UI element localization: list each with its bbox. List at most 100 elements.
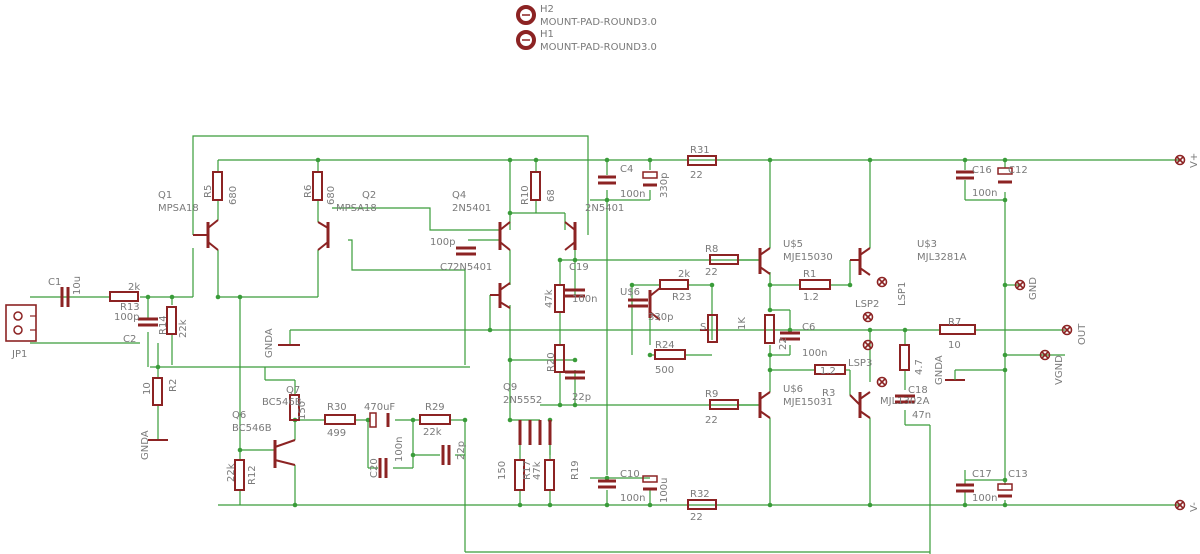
c3-value: 100n <box>572 294 597 305</box>
r24-value: 500 <box>655 365 674 376</box>
c18-value: 47n <box>912 410 931 421</box>
r29-ref: R29 <box>425 402 445 413</box>
q8-ref: Q6 <box>232 410 246 421</box>
r12-value: 150 <box>297 401 308 420</box>
vminus-terminal <box>1174 499 1186 511</box>
c11-ref: C10 <box>620 469 640 480</box>
q8-value: BC546B <box>232 423 272 434</box>
components <box>5 5 1013 510</box>
r6-value: 680 <box>326 186 337 205</box>
lsp3-terminal <box>862 339 874 351</box>
r2-ref: R2 <box>168 379 179 392</box>
c2-ref: C2 <box>123 334 136 345</box>
r4-value: 4.7 <box>914 359 925 375</box>
r24-ref: R24 <box>655 340 675 351</box>
r7-ref: R7 <box>948 317 961 328</box>
c5-value: 330p <box>648 312 673 323</box>
q7-ref: Q7 <box>286 385 300 396</box>
lsp2-ref: LSP2 <box>855 299 879 310</box>
c13-ref: C13 <box>1008 469 1028 480</box>
h2-ref: H2 <box>540 4 554 15</box>
r13-value: 2k <box>128 282 140 293</box>
c17-value: 100n <box>972 493 997 504</box>
r8-ref: R8 <box>705 244 718 255</box>
r9-value: 22 <box>705 415 718 426</box>
out-terminal <box>1061 324 1073 336</box>
c19-value: 100n <box>394 437 405 462</box>
jp1-ref: JP1 <box>11 349 27 360</box>
vgnd-terminal <box>1039 349 1051 361</box>
q9-ref: Q9 <box>503 382 517 393</box>
c9-value: 100n <box>620 493 645 504</box>
r30-ref: R30 <box>327 402 347 413</box>
r32-ref: R32 <box>690 489 710 500</box>
r11-ref: R12 <box>247 465 258 485</box>
c10-ref: C4 <box>620 164 633 175</box>
c3-ref: C19 <box>569 262 589 273</box>
r5-ref: R5 <box>203 185 214 198</box>
q4-value: 2N5401 <box>452 203 491 214</box>
r3-ref: R3 <box>822 388 835 399</box>
c10-value: 330p <box>659 173 670 198</box>
r2-value: 10 <box>142 382 153 395</box>
r31-ref: R31 <box>690 145 710 156</box>
r17-value: 47k <box>532 461 543 480</box>
terminals <box>862 154 1186 511</box>
r14-value: 22k <box>178 319 189 338</box>
r19-value: 47k <box>544 289 555 308</box>
r10-value: 68 <box>546 189 557 202</box>
q7-value: BC546B <box>262 397 302 408</box>
c15-value: 22p <box>456 441 467 460</box>
jp1-connector <box>5 304 37 342</box>
q2-value: MPSA18 <box>336 203 377 214</box>
q2-ref: Q2 <box>362 190 376 201</box>
c7-value: 100p <box>430 237 455 248</box>
c2-value: 100p <box>114 312 139 323</box>
labels: H2 MOUNT-PAD-ROUND3.0 H1 MOUNT-PAD-ROUND… <box>11 4 1200 523</box>
gnd-terminal <box>1014 279 1026 291</box>
u4-value: MJL1302A <box>880 396 930 407</box>
vplus-label: V+ <box>1189 153 1200 168</box>
gnda-right: GNDA <box>934 355 945 385</box>
u6-ref: U$6 <box>783 384 803 395</box>
h1-value: MOUNT-PAD-ROUND3.0 <box>540 42 657 53</box>
t1-ref: U$6 <box>620 287 640 298</box>
lsp3-ref: LSP3 <box>848 358 872 369</box>
u5-ref: U$5 <box>783 239 803 250</box>
c20-value: 470uF <box>364 402 395 413</box>
r9-ref: R9 <box>705 389 718 400</box>
r8-value: 22 <box>705 267 718 278</box>
c20-ref: C20 <box>369 458 380 478</box>
c16-value: 100n <box>972 188 997 199</box>
c6-value: 100n <box>802 348 827 359</box>
lsp1-terminal <box>876 276 888 288</box>
r31-value: 22 <box>690 170 703 181</box>
u5-value: MJE15030 <box>783 252 833 263</box>
c17-ref: C17 <box>972 469 992 480</box>
lsp1-ref: LSP1 <box>897 282 908 306</box>
c16-ref: C16 <box>972 165 992 176</box>
r1-value: 1.2 <box>803 292 819 303</box>
u3-value: MJL3281A <box>917 252 967 263</box>
vminus-label: V- <box>1189 502 1200 512</box>
r23-value: 2k <box>678 269 690 280</box>
r5-value: 680 <box>228 186 239 205</box>
vgnd-label: VGND <box>1054 355 1065 385</box>
r10-ref: R10 <box>520 185 531 205</box>
c11-value: 100u <box>659 478 670 503</box>
out-label: OUT <box>1077 323 1088 345</box>
r1-ref: R1 <box>803 269 816 280</box>
q9-value: 2N5552 <box>503 395 542 406</box>
r23-ref: R23 <box>672 292 692 303</box>
r7-value: 10 <box>948 340 961 351</box>
r13-ref: R13 <box>120 302 140 313</box>
r14-ref: R14 <box>158 315 169 335</box>
r22-value: 22 <box>778 337 789 350</box>
q4-ref: Q4 <box>452 190 466 201</box>
r20-ref: R20 <box>546 352 557 372</box>
junctions <box>145 157 1008 508</box>
mount-pad-h2 <box>516 5 536 25</box>
r11-value: 22k <box>226 463 237 482</box>
c8-value: 100n <box>620 189 645 200</box>
